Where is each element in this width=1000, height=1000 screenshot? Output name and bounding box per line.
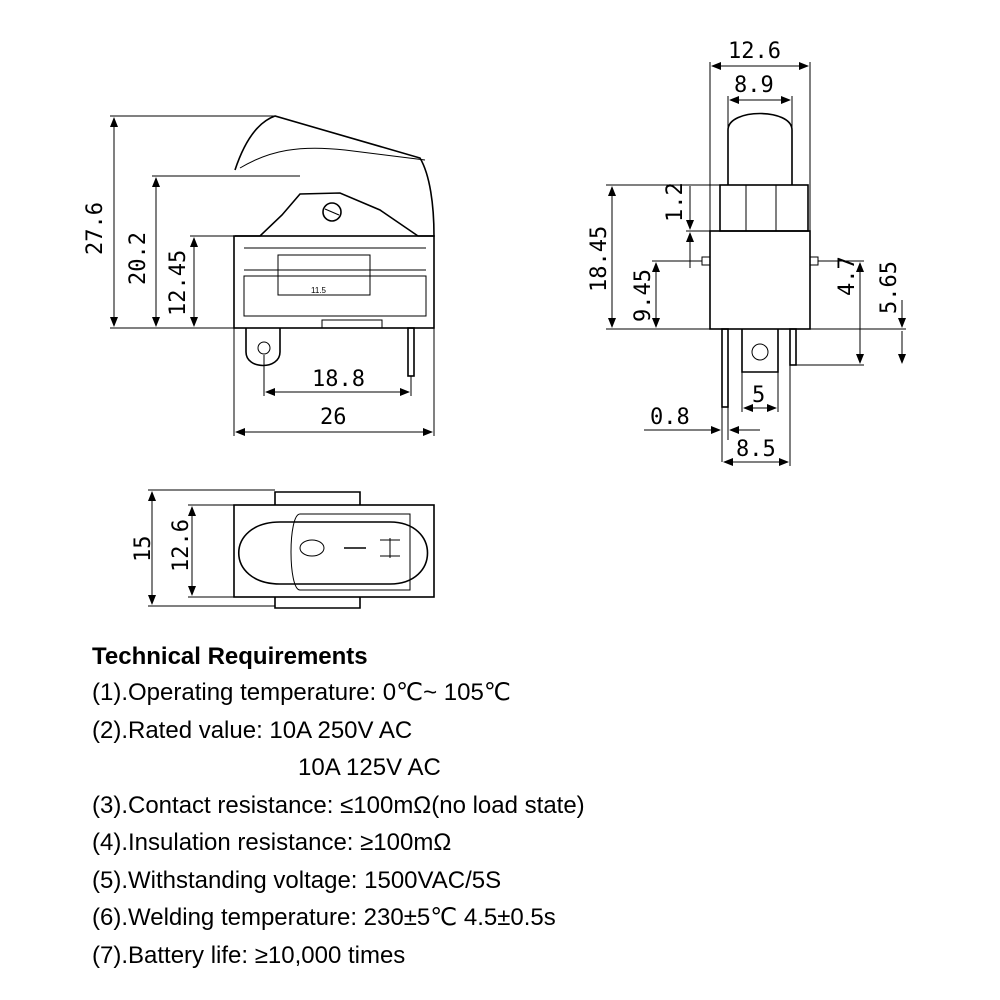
top-frame bbox=[233, 504, 435, 598]
front-pin-left bbox=[721, 328, 729, 408]
rocker-ridge bbox=[239, 147, 426, 169]
req-battery-life: (7).Battery life: ≥10,000 times bbox=[92, 941, 406, 969]
dim-front-pin-total: 5.65 bbox=[877, 261, 902, 314]
req-rated-value-alt: 10A 125V AC bbox=[298, 754, 441, 781]
dim-front-pin-height: 4.7 bbox=[835, 256, 860, 296]
front-rocker bbox=[727, 112, 793, 185]
dim-side-pin-spacing: 18.8 bbox=[312, 367, 365, 392]
dim-front-body-height: 9.45 bbox=[631, 269, 656, 322]
dim-side-height-total: 27.6 bbox=[83, 202, 108, 255]
side-label-inner: 11.5 bbox=[311, 286, 327, 295]
front-rocker-base bbox=[719, 184, 809, 232]
side-body bbox=[233, 235, 435, 329]
requirements-title: Technical Requirements bbox=[92, 643, 368, 670]
technical-drawing: 11.5 27.6 20.2 12.45 18.8 26 bbox=[83, 39, 906, 609]
dim-front-width-outer: 12.6 bbox=[728, 39, 781, 64]
top-rocker-face bbox=[290, 513, 411, 591]
screw-icon bbox=[322, 202, 342, 222]
dim-top-height-outer: 15 bbox=[131, 536, 156, 563]
mount-hole-icon bbox=[257, 341, 271, 355]
dim-top-height-inner: 12.6 bbox=[169, 519, 194, 572]
dim-front-pin-outer: 8.5 bbox=[736, 437, 776, 462]
dim-front-pin-thickness: 0.8 bbox=[650, 405, 690, 430]
side-label-box bbox=[277, 254, 371, 296]
dim-front-pin-spacing: 5 bbox=[752, 383, 765, 408]
req-welding-temperature: (6).Welding temperature: 230±5℃ 4.5±0.5s bbox=[92, 904, 556, 931]
side-mount-tab bbox=[245, 328, 281, 367]
req-withstanding-voltage: (5).Withstanding voltage: 1500VAC/5S bbox=[92, 866, 502, 894]
req-rated-value: (2).Rated value: 10A 250V AC bbox=[92, 716, 413, 744]
side-pin bbox=[407, 327, 415, 377]
dim-side-height-body: 12.45 bbox=[166, 250, 191, 316]
req-contact-resistance: (3).Contact resistance: ≤100mΩ(no load s… bbox=[92, 791, 585, 819]
rocker-cap bbox=[234, 115, 435, 237]
dim-front-top-offset: 1.2 bbox=[663, 182, 688, 222]
front-view: 12.6 8.9 18.45 1.2 9.45 4.7 5.65 5 bbox=[587, 39, 906, 466]
off-symbol-icon bbox=[299, 539, 325, 557]
front-pin-right bbox=[789, 328, 797, 366]
mount-hole-icon bbox=[751, 343, 769, 361]
top-view: 15 12.6 bbox=[131, 489, 435, 609]
req-insulation-resistance: (4).Insulation resistance: ≥100mΩ bbox=[92, 829, 452, 856]
dim-front-width-rocker: 8.9 bbox=[734, 73, 774, 98]
dim-side-height-mid: 20.2 bbox=[126, 232, 151, 285]
top-rocker-oval bbox=[237, 521, 429, 585]
side-view: 11.5 27.6 20.2 12.45 18.8 26 bbox=[83, 115, 435, 436]
req-operating-temperature: (1).Operating temperature: 0℃~ 105℃ bbox=[92, 679, 511, 706]
front-body bbox=[709, 230, 811, 330]
front-mount-tab bbox=[741, 329, 779, 373]
dim-side-width: 26 bbox=[320, 405, 347, 430]
dim-front-height: 18.45 bbox=[587, 226, 612, 292]
technical-requirements: Technical Requirements (1).Operating tem… bbox=[92, 640, 972, 974]
